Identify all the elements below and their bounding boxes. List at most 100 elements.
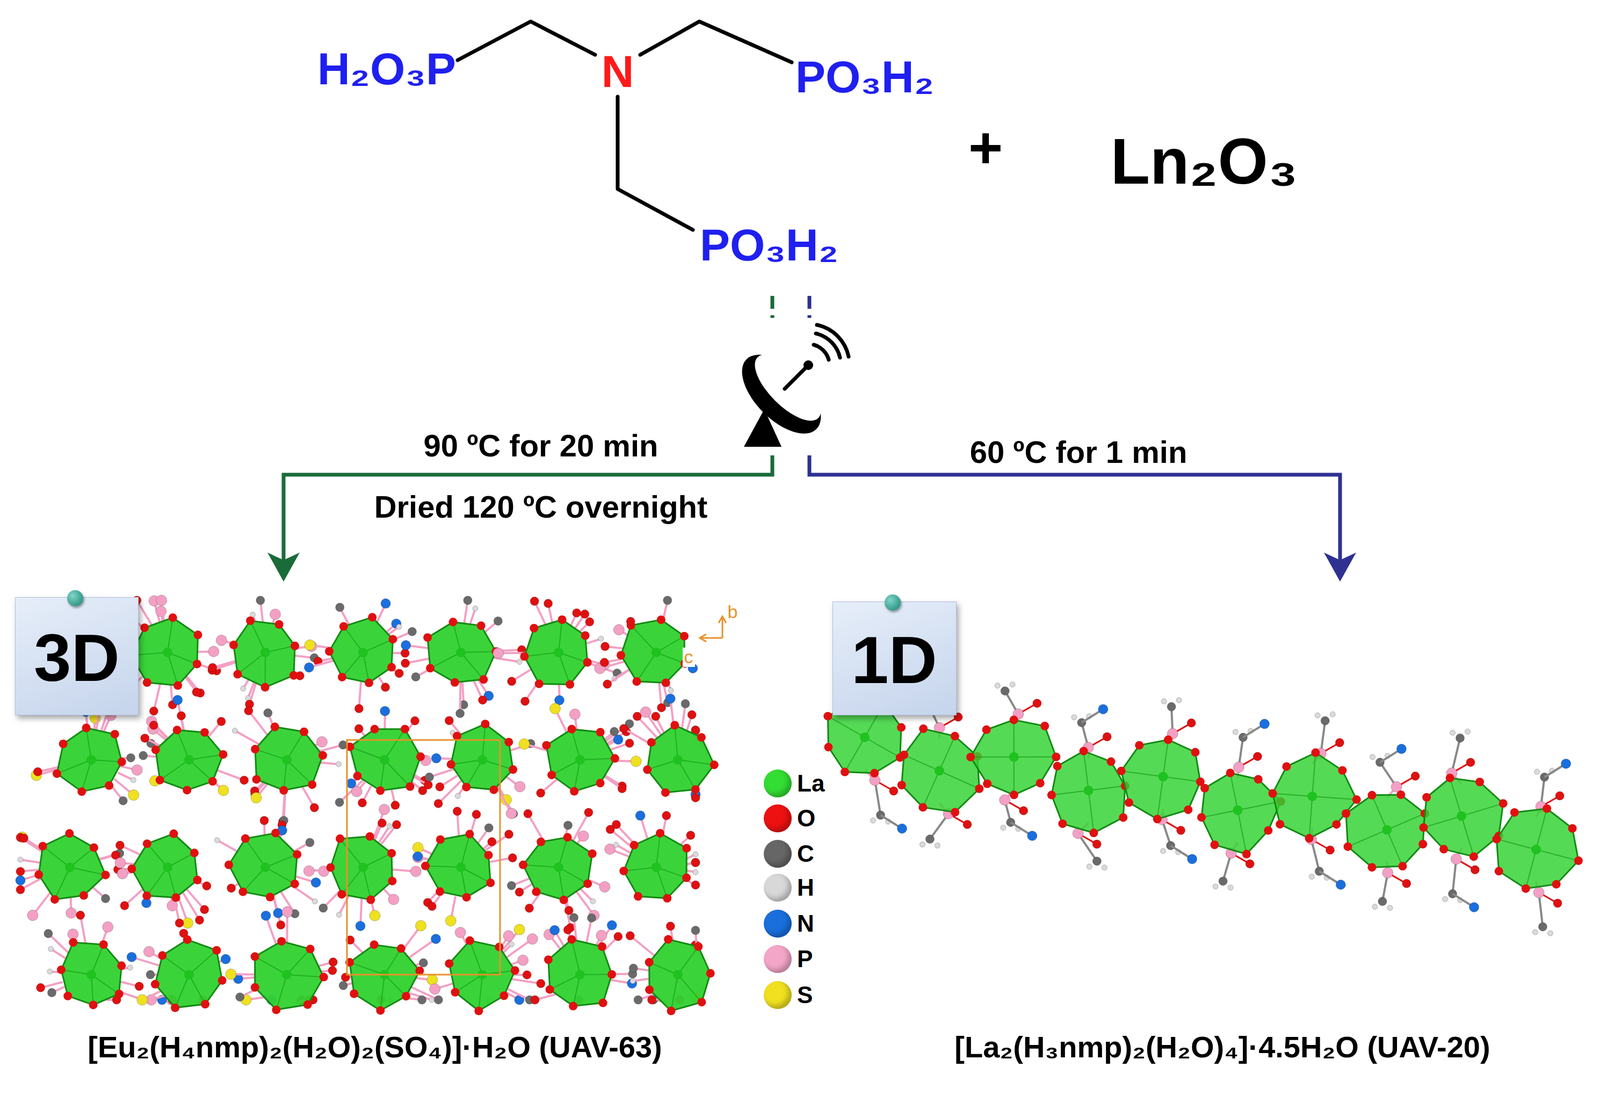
polyhedron-edge [844, 737, 865, 773]
oxygen-atom [645, 985, 654, 995]
polyhedron-edge [677, 974, 702, 1003]
oxygen-atom [56, 965, 66, 975]
structure-atom [517, 954, 529, 966]
oxygen-atom [1134, 741, 1144, 750]
bond [617, 96, 693, 230]
dashed-line [770, 295, 775, 318]
structure-atom [1233, 762, 1244, 773]
polyhedron-edge [1272, 793, 1313, 797]
polyhedron-edge [482, 724, 485, 760]
structure-atom [598, 636, 604, 642]
oxygen-atom [110, 729, 120, 739]
oxygen-atom [265, 892, 275, 902]
structure-atom [177, 711, 186, 721]
structure-atom [17, 857, 24, 863]
legend-swatch [763, 981, 792, 1010]
structure-atom [435, 782, 445, 792]
axis-label: c [682, 647, 695, 668]
polyhedron-edge [286, 974, 324, 978]
oxygen-atom [670, 720, 679, 730]
structure-atom [250, 792, 262, 804]
polyhedron-edge [189, 754, 223, 760]
structure-atom [1329, 711, 1336, 718]
oxygen-atom [337, 672, 347, 682]
structure-atom [27, 910, 39, 922]
structure-atom [523, 809, 533, 818]
oxygen-atom [364, 678, 374, 687]
structure-atom [1378, 897, 1387, 907]
dish-inner [744, 344, 831, 431]
oxygen-atom [1494, 866, 1504, 876]
structure-atom [1450, 729, 1456, 736]
oxygen-atom [1311, 748, 1320, 758]
polyhedron-edge [425, 866, 461, 868]
oxygen-atom [661, 678, 671, 687]
structure-atom [281, 906, 293, 918]
coordination-polyhedron [330, 836, 393, 901]
oxygen-atom [1331, 820, 1341, 829]
structure-atom [354, 704, 364, 714]
structure-atom [136, 994, 148, 1006]
structure-atom [522, 970, 532, 980]
polyhedron-edge [460, 867, 491, 883]
polyhedron-edge [1013, 757, 1015, 796]
legend-label: H [797, 875, 815, 901]
structure-atom [128, 790, 140, 801]
oxygen-atom [52, 769, 62, 779]
structure-atom [427, 902, 437, 911]
structure-atom [452, 807, 462, 816]
structure-atom [259, 816, 269, 825]
polyhedron-edge [656, 867, 668, 899]
oxygen-atom [415, 966, 424, 976]
polyhedron-edge [631, 625, 657, 653]
oxygen-atom [1492, 835, 1501, 844]
structure-atom [628, 964, 638, 973]
structure-atom [401, 640, 411, 651]
oxygen-atom [421, 862, 430, 871]
waves [813, 324, 849, 360]
bond [459, 682, 462, 714]
oxygen-atom [632, 677, 642, 686]
oxygen-atom [89, 1000, 98, 1010]
polyhedron-edge [1461, 816, 1474, 857]
oxygen-atom [1183, 805, 1193, 815]
metal-atom [1083, 785, 1094, 796]
oxygen-atom [289, 671, 299, 680]
oxygen-atom [169, 829, 178, 839]
polyhedron-edge [264, 652, 266, 688]
structure-atom [319, 903, 328, 913]
coordination-polyhedron [255, 941, 324, 1011]
oxygen-atom [697, 733, 706, 742]
structure-atom [444, 716, 454, 726]
oxygen-atom [1040, 721, 1049, 731]
structure-atom [625, 931, 635, 941]
polyhedron-edge [674, 725, 678, 760]
oxygen-atom [596, 778, 605, 788]
structure-atom [67, 929, 79, 940]
structure-atom [310, 877, 321, 888]
oxygen-atom [151, 745, 161, 755]
oxygen-atom [50, 895, 60, 904]
structure-atom [1396, 744, 1407, 755]
oxygen-atom [1418, 823, 1428, 832]
oxygen-atom [182, 785, 192, 795]
structure-atom [1102, 732, 1112, 742]
polyhedron-edge [86, 727, 92, 760]
metal-atom [1531, 844, 1541, 855]
structure-atom [1450, 853, 1462, 865]
polyhedron-edge [69, 867, 106, 875]
oxygen-atom [1197, 813, 1206, 822]
coordination-polyhedron [1272, 753, 1357, 839]
structure-atom [1186, 718, 1196, 728]
structure-atom [530, 597, 539, 606]
metal-atom [1381, 824, 1392, 835]
structure-atom [118, 796, 128, 806]
polyhedron-edge [1450, 778, 1462, 817]
structure-atom [1071, 714, 1077, 721]
oxygen-atom [1396, 790, 1406, 800]
structure-atom [431, 934, 441, 944]
structure-atom [463, 596, 473, 605]
coordination-polyhedron [1423, 778, 1503, 857]
oxygen-atom [966, 753, 975, 762]
dimension-label: 3D [33, 622, 120, 693]
